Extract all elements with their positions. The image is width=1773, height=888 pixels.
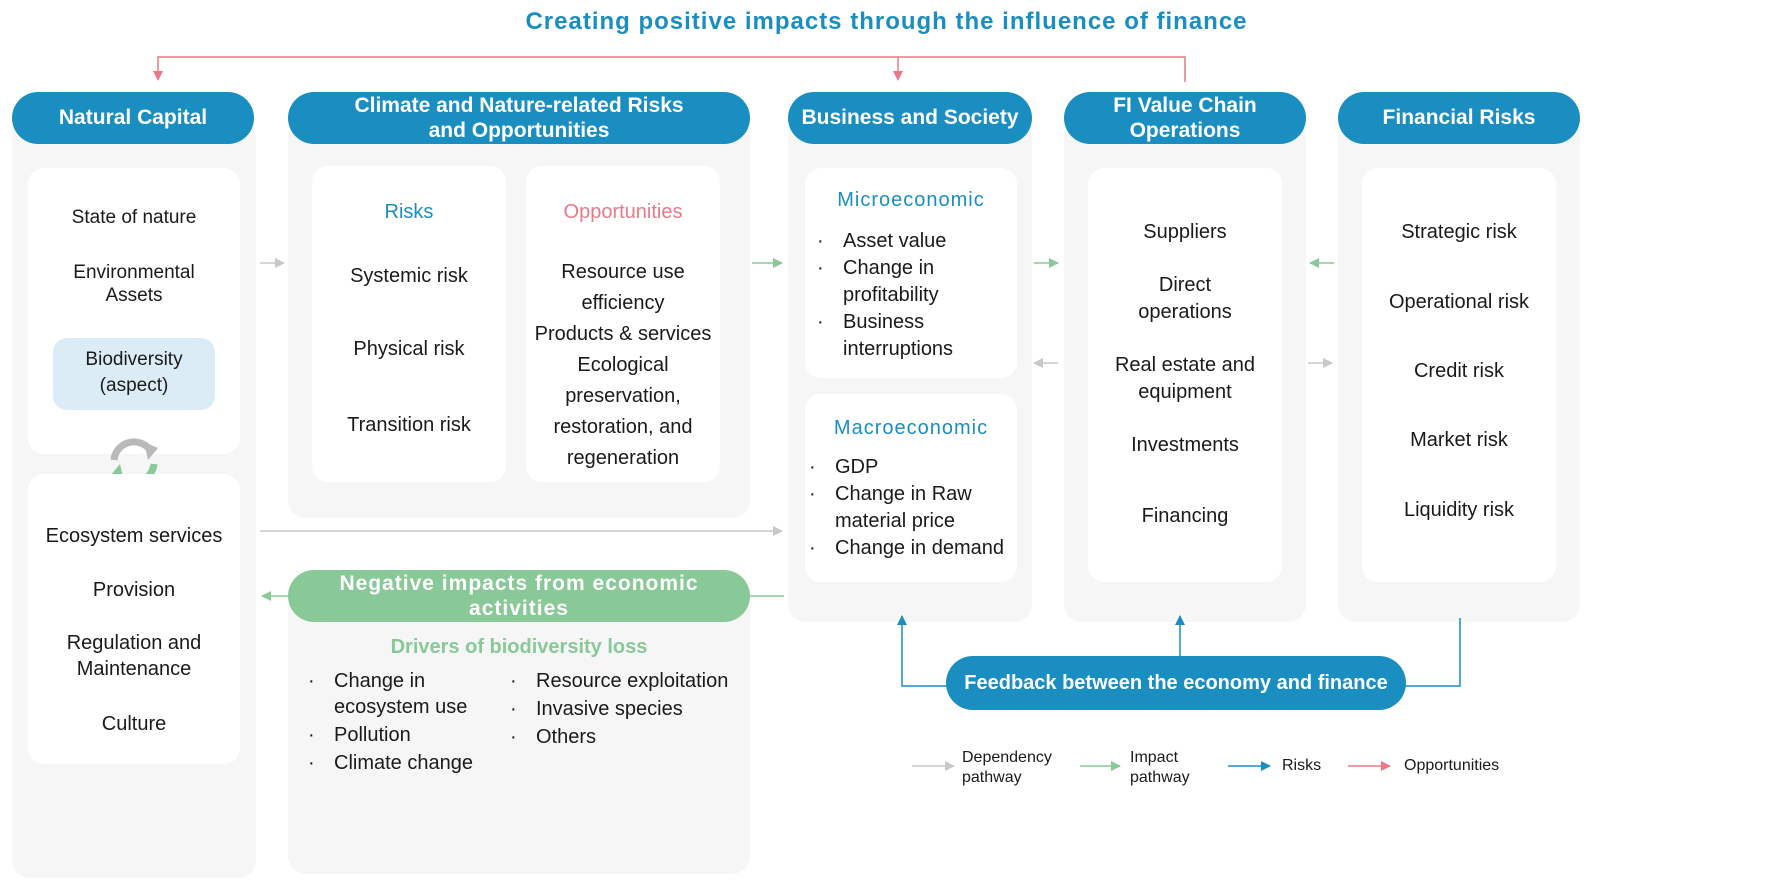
biodiversity-aspect-label: Biodiversity (aspect) [85, 349, 183, 396]
feedback-pill: Feedback between the economy and finance [946, 656, 1406, 710]
liquidity-risk-label: Liquidity risk [1403, 499, 1515, 521]
driver-item: Invasive species [508, 696, 748, 722]
fi-value-chain-card: Suppliers Direct operations Real estate … [1088, 168, 1282, 582]
provision-label: Provision [92, 579, 176, 601]
macroeconomic-list: GDP Change in Raw material price Change … [807, 454, 1015, 562]
biodiversity-aspect-box: Biodiversity (aspect) [53, 338, 215, 410]
driver-item: Change in ecosystem use [306, 668, 506, 720]
risks-card: Risks Systemic risk Physical risk Transi… [312, 166, 506, 482]
financial-risks-header: Financial Risks [1338, 92, 1580, 144]
microeconomic-title: Microeconomic [837, 189, 985, 211]
microeconomic-card: Microeconomic Asset value Change in prof… [805, 168, 1017, 378]
macroeconomic-title: Macroeconomic [833, 417, 989, 439]
feedback-connector [1400, 618, 1461, 687]
macro-item: GDP [807, 454, 1015, 481]
opportunities-title: Opportunities [563, 201, 683, 223]
suppliers-label: Suppliers [1143, 221, 1227, 243]
risks-title: Risks [384, 201, 434, 223]
natural-capital-header: Natural Capital [12, 92, 254, 144]
physical-risk-label: Physical risk [353, 338, 465, 360]
real-estate-label: Real estate and equipment [1114, 354, 1256, 403]
legend-impact-label: Impact pathway [1130, 749, 1190, 786]
legend-risks-label: Risks [1282, 757, 1322, 774]
regulation-label: Regulation and Maintenance [66, 632, 202, 680]
opportunities-list: Resource use efficiency Products & servi… [534, 261, 712, 469]
transition-risk-label: Transition risk [347, 414, 471, 436]
ecosystem-services-label: Ecosystem services [45, 525, 223, 547]
drivers-list-left: Change in ecosystem use Pollution Climat… [306, 668, 506, 776]
systemic-risk-label: Systemic risk [350, 265, 468, 287]
financial-risks-card: Strategic risk Operational risk Credit r… [1362, 168, 1556, 582]
ecosystem-services-card: Ecosystem services Provision Regulation … [28, 474, 240, 764]
state-of-nature-label: State of nature [71, 207, 197, 228]
direct-operations-label: Direct operations [1138, 274, 1232, 323]
legend-dependency-label: Dependency pathway [962, 749, 1052, 786]
micro-item: Change in profitability [815, 255, 1015, 309]
strategic-risk-label: Strategic risk [1401, 221, 1517, 243]
opportunity-connector [153, 56, 1186, 82]
macro-item: Change in demand [807, 535, 1015, 562]
driver-item: Pollution [306, 722, 506, 748]
macro-item: Change in Raw material price [807, 481, 1015, 535]
micro-item: Asset value [815, 228, 1015, 255]
market-risk-label: Market risk [1410, 429, 1508, 451]
fi-value-chain-header: FI Value Chain Operations [1064, 92, 1306, 144]
investments-label: Investments [1131, 434, 1239, 456]
opportunities-card: Opportunities Resource use efficiency Pr… [526, 166, 720, 482]
macroeconomic-card: Macroeconomic GDP Change in Raw material… [805, 394, 1017, 582]
state-of-nature-card: State of nature Environmental Assets Bio… [28, 168, 240, 454]
drivers-list-right: Resource exploitation Invasive species O… [508, 668, 748, 750]
driver-item: Climate change [306, 750, 506, 776]
operational-risk-label: Operational risk [1388, 291, 1530, 313]
culture-label: Culture [101, 713, 167, 735]
micro-item: Business interruptions [815, 309, 1015, 363]
feedback-arrow [897, 615, 948, 687]
business-society-header: Business and Society [788, 92, 1032, 144]
drivers-title: Drivers of biodiversity loss [390, 636, 648, 658]
page-title: Creating positive impacts through the in… [525, 8, 1248, 35]
microeconomic-list: Asset value Change in profitability Busi… [815, 228, 1015, 363]
legend-opportunities-label: Opportunities [1404, 757, 1500, 774]
climate-risks-header: Climate and Nature-related Risks and Opp… [288, 92, 750, 144]
credit-risk-label: Credit risk [1413, 360, 1504, 382]
driver-item: Resource exploitation [508, 668, 748, 694]
financing-label: Financing [1141, 505, 1229, 527]
environmental-assets-label: Environmental Assets [73, 262, 195, 306]
driver-item: Others [508, 724, 748, 750]
